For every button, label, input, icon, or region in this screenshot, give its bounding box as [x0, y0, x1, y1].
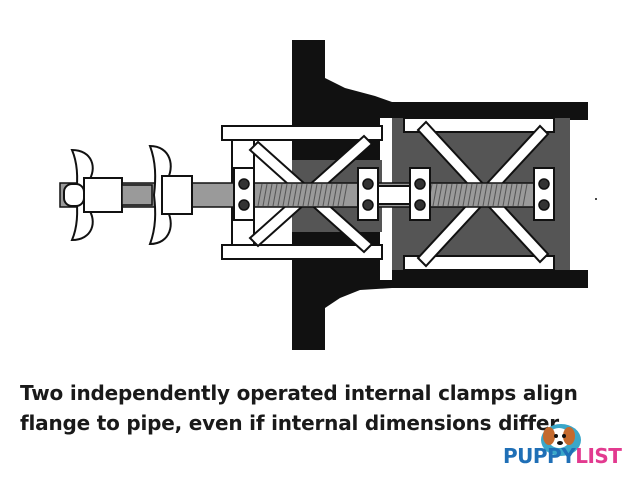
flange-clamp-diagram [59, 40, 597, 350]
inner-hand-knob [148, 144, 193, 246]
puppylist-logo: PUPPYLIST [503, 418, 625, 474]
dog-mascot-icon [541, 424, 581, 456]
logo-puppy: PUPPY [503, 444, 576, 468]
bearing-balls [238, 178, 550, 211]
pipe-bottom-wall [392, 270, 588, 288]
outer-hand-knob [63, 148, 123, 242]
speck [595, 198, 597, 200]
caption-line-1: Two independently operated internal clam… [20, 381, 578, 405]
caption-line-2: flange to pipe, even if internal dimensi… [20, 411, 564, 435]
pipe-top-wall [392, 102, 588, 120]
right-clamp-jaws [403, 117, 555, 271]
knob-shaft [121, 184, 153, 206]
logo-list: LIST [575, 444, 622, 468]
rod-threads [257, 183, 528, 207]
logo-text: PUPPYLIST [503, 444, 622, 468]
diagram-caption: Two independently operated internal clam… [20, 378, 620, 438]
